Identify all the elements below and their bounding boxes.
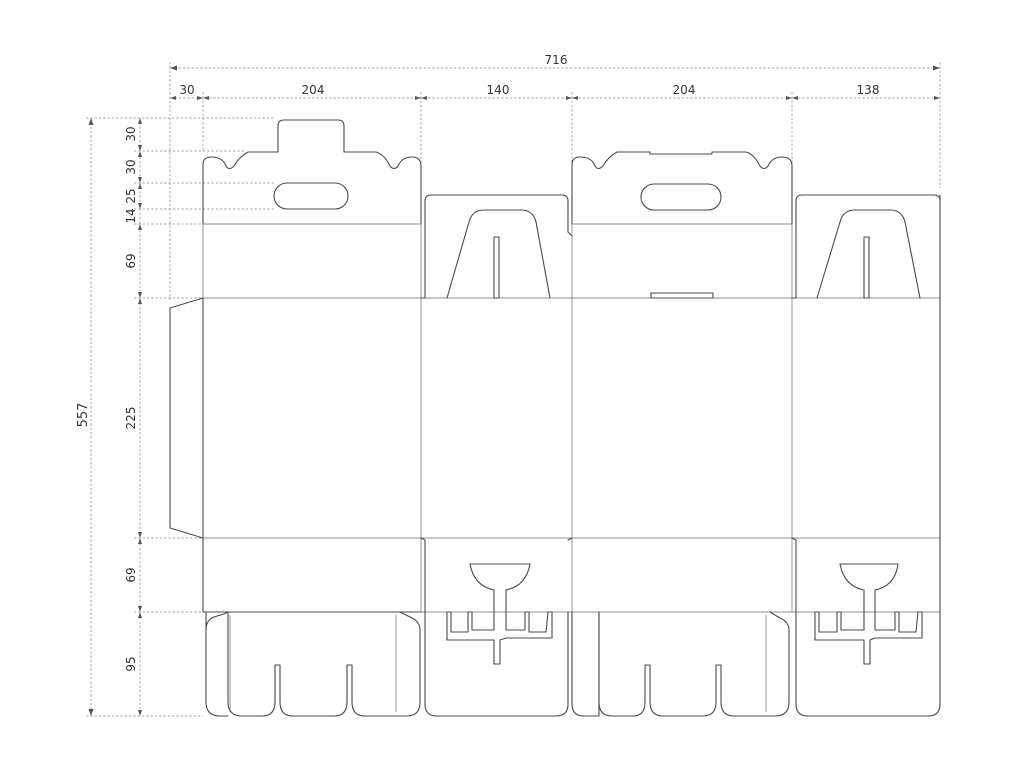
dim-height-body: 225 bbox=[124, 407, 138, 430]
handle-hole-left bbox=[273, 182, 349, 210]
top-flap-left bbox=[420, 194, 573, 299]
bottom-lock-panel-left bbox=[205, 611, 421, 717]
dim-width-glue-flap: 30 bbox=[179, 83, 194, 97]
handle-panel-right bbox=[571, 151, 793, 299]
dim-width-panel-2: 140 bbox=[487, 83, 510, 97]
dim-total-width: 716 bbox=[545, 53, 568, 67]
dim-width-panel-4: 138 bbox=[857, 83, 880, 97]
dim-height-bottom-lock: 95 bbox=[124, 656, 138, 671]
dim-height-top-1: 30 bbox=[124, 159, 138, 174]
handle-panel-left bbox=[202, 119, 422, 225]
bottom-lock-panel-right bbox=[571, 611, 790, 717]
dim-height-top-3: 14 bbox=[124, 208, 138, 223]
dim-height-top-2: 25 bbox=[124, 188, 138, 203]
lock-slot bbox=[650, 292, 714, 299]
dim-height-handle: 30 bbox=[124, 126, 138, 141]
dim-height-bottom-flap: 69 bbox=[124, 567, 138, 582]
dim-width-panel-3: 204 bbox=[673, 83, 696, 97]
dim-height-top-flap: 69 bbox=[124, 253, 138, 268]
bottom-strip bbox=[420, 537, 797, 613]
bottom-key-panel-right bbox=[795, 563, 941, 717]
glue-flap bbox=[169, 297, 204, 539]
bottom-key-panel-left bbox=[424, 563, 569, 717]
dimension-lines bbox=[86, 62, 941, 717]
top-flap-right bbox=[791, 194, 941, 299]
dim-total-height: 557 bbox=[76, 403, 91, 428]
outer-cut-outline bbox=[202, 194, 941, 613]
handle-hole-right bbox=[640, 183, 722, 211]
dim-width-panel-1: 204 bbox=[302, 83, 325, 97]
dimension-labels: 716 30 204 140 204 138 557 30 30 25 14 6… bbox=[76, 53, 879, 672]
